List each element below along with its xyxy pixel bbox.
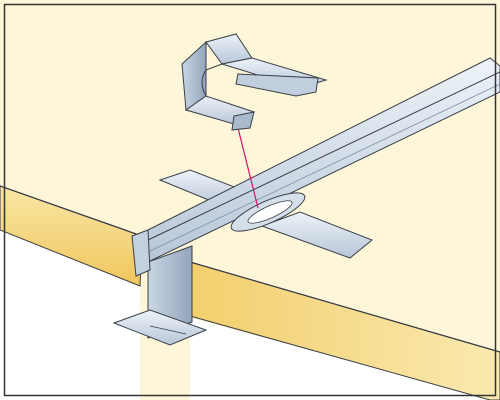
- clip-top-arm-edge: [235, 73, 319, 97]
- clip-inner-curve: [201, 63, 223, 97]
- runner-bottom-flange: [112, 309, 208, 346]
- clip-bracket: [181, 33, 328, 131]
- runner-slot-inner: [247, 200, 293, 224]
- runner-ridge-line: [147, 71, 500, 241]
- runner-flange-fold: [149, 325, 187, 335]
- runner-lower-line: [147, 83, 500, 253]
- diagram-frame: [3, 3, 497, 397]
- runner-end-lip: [131, 229, 151, 277]
- clip-lower-tab: [231, 111, 255, 131]
- leader-line: [237, 127, 259, 209]
- right-board-top-line: [189, 261, 500, 353]
- cross-tee-tab-right: [260, 211, 373, 259]
- left-board-edge-line: [0, 185, 143, 237]
